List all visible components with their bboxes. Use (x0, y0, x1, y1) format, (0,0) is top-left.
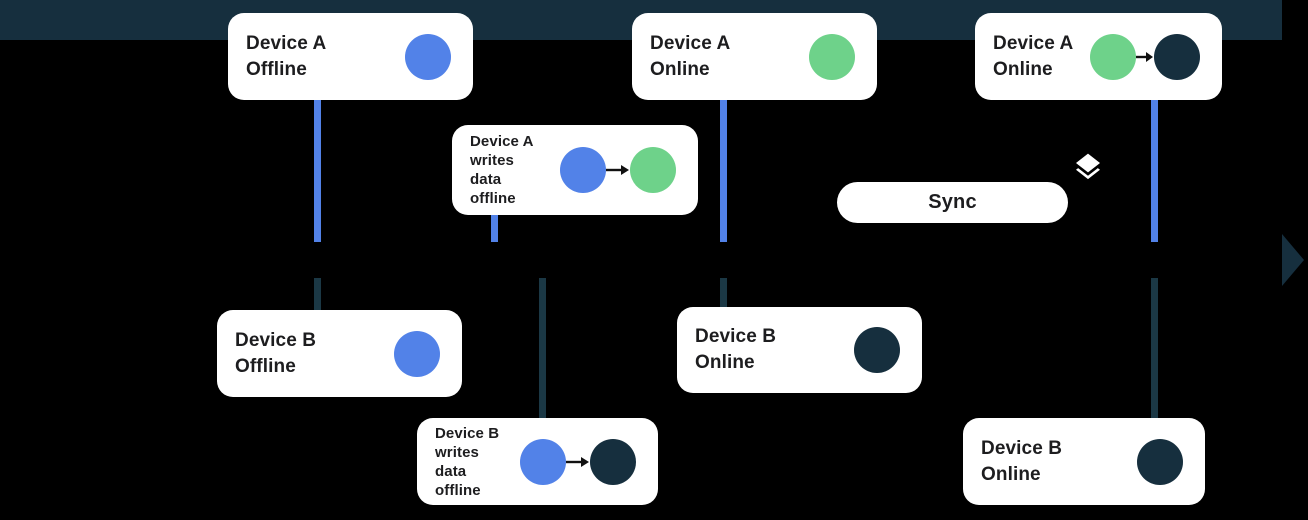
state-dots (1137, 438, 1183, 485)
card-title: Device B Online (981, 437, 1063, 485)
state-dots (405, 33, 451, 80)
connector-device-b-online-2 (1151, 278, 1158, 421)
dot-green-icon (1090, 33, 1136, 80)
sync-label: Sync (928, 191, 977, 213)
state-dots (854, 327, 900, 373)
state-dots (1090, 33, 1200, 80)
arrow-right-icon (606, 165, 629, 175)
state-dots (809, 33, 855, 80)
dot-blue-icon (520, 438, 566, 485)
dot-blue-icon (405, 33, 451, 80)
connector-device-a-writes (491, 212, 498, 242)
dot-dark-icon (854, 327, 900, 373)
connector-device-b-online-1 (720, 278, 727, 310)
card-device-a-online-2: Device A Online (975, 13, 1222, 100)
card-device-a-online-1: Device A Online (632, 13, 877, 100)
connector-device-b-writes (539, 278, 546, 421)
timeline-arrow-right-icon (1282, 234, 1304, 286)
connector-device-b-offline (314, 278, 321, 313)
dot-dark-icon (590, 438, 636, 485)
state-dots (520, 438, 636, 485)
card-device-b-online-2: Device B Online (963, 418, 1205, 505)
dot-blue-icon (394, 330, 440, 377)
dot-dark-icon (1154, 33, 1200, 80)
sync-pill: Sync (837, 182, 1068, 223)
card-title: Device A writes data offline (470, 133, 534, 207)
connector-device-a-offline (314, 97, 321, 242)
layers-icon (1076, 153, 1100, 180)
dot-blue-icon (560, 147, 606, 193)
card-title: Device B Online (695, 326, 777, 373)
connector-device-a-online-2 (1151, 97, 1158, 242)
card-title: Device B Offline (235, 329, 317, 377)
dot-green-icon (630, 147, 676, 193)
card-device-b-online-1: Device B Online (677, 307, 922, 393)
state-dots (560, 147, 676, 193)
dot-green-icon (809, 33, 855, 80)
card-title: Device A Offline (246, 32, 327, 80)
card-title: Device A Online (993, 32, 1074, 80)
connector-device-a-online-1 (720, 97, 727, 242)
card-device-b-offline: Device B Offline (217, 310, 462, 397)
card-title: Device A Online (650, 32, 731, 80)
card-device-a-writes-offline: Device A writes data offline (452, 125, 698, 215)
dot-dark-icon (1137, 438, 1183, 485)
state-dots (394, 330, 440, 377)
arrow-right-icon (566, 456, 589, 467)
card-device-a-offline: Device A Offline (228, 13, 473, 100)
card-device-b-writes-offline: Device B writes data offline (417, 418, 658, 505)
card-title: Device B writes data offline (435, 424, 500, 499)
arrow-right-icon (1136, 51, 1153, 62)
